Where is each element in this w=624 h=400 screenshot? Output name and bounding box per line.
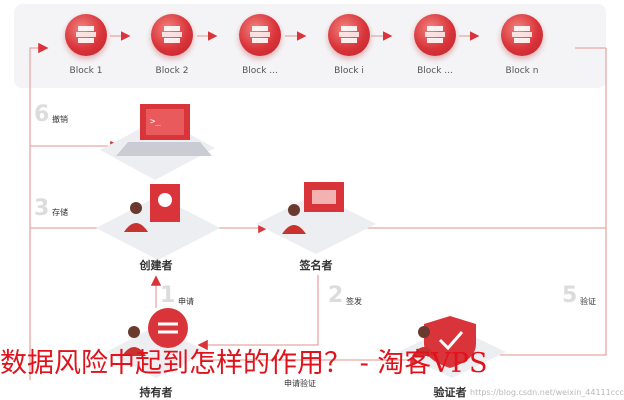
block-label: Block 1 <box>69 66 103 76</box>
role-signer: 签名者 <box>299 259 333 272</box>
step-label: 签发 <box>346 297 362 306</box>
block-icon <box>501 14 543 56</box>
block-icon <box>151 14 193 56</box>
block-label: Block 2 <box>155 66 189 76</box>
step-label: 撤销 <box>52 115 68 124</box>
block-label: Block ... <box>417 66 453 76</box>
svg-text:>_: >_ <box>150 117 161 127</box>
step-label: 存储 <box>52 208 68 217</box>
block-node: Block 2 <box>132 14 212 76</box>
creator-icon <box>96 184 220 260</box>
block-node: Block i <box>309 14 389 76</box>
block-label: Block i <box>334 66 364 76</box>
block-icon <box>328 14 370 56</box>
step-label: 申请验证 <box>284 379 316 388</box>
right-loop-line <box>500 48 607 356</box>
blockchain-band: Block 1 Block 2 Block ... Block i Block … <box>14 4 606 88</box>
signer-icon <box>256 182 376 254</box>
step-label: 申请 <box>178 297 194 306</box>
block-icon <box>414 14 456 56</box>
step-number: 2 <box>328 283 344 308</box>
block-node: Block 1 <box>46 14 126 76</box>
laptop-icon: >_ <box>100 104 215 180</box>
holder-icon <box>106 308 208 378</box>
block-icon <box>239 14 281 56</box>
block-label: Block n <box>505 66 539 76</box>
block-node: Block ... <box>395 14 475 76</box>
watermark-text: https://blog.csdn.net/weixin_44111ccc <box>470 388 624 397</box>
step-label: 验证 <box>580 297 596 306</box>
role-verifier: 验证者 <box>433 386 467 399</box>
overlay-title: 数据风险中起到怎样的作用？ - 淘客VPS <box>0 348 488 379</box>
left-loop-line <box>29 42 49 380</box>
verifier-icon <box>398 316 506 378</box>
role-holder: 持有者 <box>139 386 173 399</box>
step-number: 6 <box>34 102 50 127</box>
step-number: 5 <box>562 283 578 308</box>
role-creator: 创建者 <box>139 259 173 272</box>
issue-line <box>197 275 319 351</box>
step-number: 1 <box>160 283 176 308</box>
block-label: Block ... <box>242 66 278 76</box>
block-node: Block n <box>482 14 562 76</box>
step-number: 3 <box>34 196 50 221</box>
block-icon <box>65 14 107 56</box>
block-node: Block ... <box>220 14 300 76</box>
